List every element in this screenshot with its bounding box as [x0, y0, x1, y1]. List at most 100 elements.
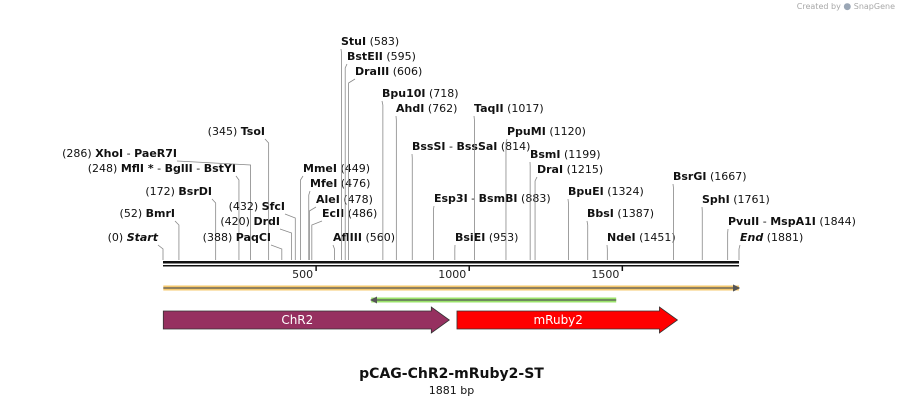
site-xhoi[interactable]: (286) XhoI - PaeR7I	[62, 147, 251, 260]
site-drdi[interactable]: (420) DrdI	[220, 215, 293, 260]
site-position: (52)	[120, 207, 143, 220]
site-enzyme-name: Start	[127, 231, 159, 244]
site-position: (1120)	[549, 125, 586, 138]
site-connector	[534, 176, 538, 260]
site-bsrgi[interactable]: BsrGI (1667)	[672, 170, 747, 260]
site-position: (420)	[220, 215, 250, 228]
site-position: (478)	[343, 193, 373, 206]
site-position: (1844)	[819, 215, 856, 228]
site-label: (345) TsoI	[208, 125, 265, 138]
site-label: BbsI (1387)	[587, 207, 654, 220]
site-afliii[interactable]: AflIII (560)	[332, 231, 395, 260]
site-connector	[332, 244, 335, 260]
site-position: (583)	[370, 35, 400, 48]
site-label: BsrGI (1667)	[673, 170, 747, 183]
site-label: (172) BsrDI	[145, 185, 212, 198]
site-enzyme-name: End	[740, 231, 763, 244]
feature-mruby2[interactable]: mRuby2	[456, 306, 679, 334]
site-ahdi[interactable]: AhdI (762)	[395, 102, 457, 260]
site-connector	[738, 244, 741, 260]
site-bbsi[interactable]: BbsI (1387)	[586, 207, 654, 260]
site-label: TaqII (1017)	[474, 102, 544, 115]
site-alei[interactable]: AleI (478)	[308, 193, 373, 260]
site-group-enzyme: BssSaI	[456, 140, 497, 153]
site-ndei[interactable]: NdeI (1451)	[606, 231, 676, 260]
site-label: DraIII (606)	[355, 65, 422, 78]
site-position: (1761)	[733, 193, 770, 206]
site-enzyme-name: DraI	[537, 163, 563, 176]
backbone-top-strand	[163, 261, 739, 264]
site-mmei[interactable]: MmeI (449)	[300, 162, 370, 260]
site-label: (248) MflI * - BglII - BstYI	[88, 162, 236, 175]
site-connector	[308, 206, 317, 260]
site-bpuei[interactable]: BpuEI (1324)	[567, 185, 644, 260]
site-enzyme-name: PvuII	[728, 215, 759, 228]
site-ppumi[interactable]: PpuMI (1120)	[505, 125, 586, 260]
tick-label: 1000	[438, 268, 466, 281]
site-tsoi[interactable]: (345) TsoI	[208, 125, 270, 260]
feature-chr2[interactable]: ChR2	[162, 306, 450, 334]
site-sfci[interactable]: (432) SfcI	[229, 200, 296, 260]
site-group-enzyme: BglII	[165, 162, 193, 175]
site-enzyme-name: AflIII	[333, 231, 362, 244]
site-group-enzyme: MspA1I	[770, 215, 816, 228]
site-pvuii[interactable]: PvuII - MspA1I (1844)	[727, 215, 856, 260]
site-stui[interactable]: StuI (583)	[340, 35, 399, 260]
site-connector	[348, 78, 356, 260]
backbone-bottom-strand	[163, 265, 739, 267]
site-bsteii[interactable]: BstEII (595)	[344, 50, 416, 260]
site-position: (1324)	[607, 185, 644, 198]
site-enzyme-name: BmrI	[146, 207, 175, 220]
credit-product: SnapGene	[853, 2, 895, 11]
site-position: (1881)	[767, 231, 804, 244]
feature-arrow[interactable]	[456, 306, 679, 334]
site-label: BpuEI (1324)	[568, 185, 644, 198]
site-bsmi[interactable]: BsmI (1199)	[529, 148, 601, 260]
site-label: SphI (1761)	[702, 193, 770, 206]
site-position: (718)	[429, 87, 459, 100]
site-label: DraI (1215)	[537, 163, 603, 176]
site-end[interactable]: End (1881)	[738, 231, 804, 260]
site-drai[interactable]: DraI (1215)	[534, 163, 603, 260]
site-position: (1387)	[617, 207, 654, 220]
site-enzyme-name: StuI	[341, 35, 366, 48]
site-paqci[interactable]: (388) PaqCI	[203, 231, 283, 260]
site-bsiei[interactable]: BsiEI (953)	[454, 231, 519, 260]
site-enzyme-name: Bpu10I	[382, 87, 426, 100]
feature-arrow[interactable]	[162, 306, 450, 334]
site-mfli[interactable]: (248) MflI * - BglII - BstYI	[88, 162, 240, 260]
site-enzyme-name: BsrGI	[673, 170, 706, 183]
site-ecii[interactable]: EcII (486)	[311, 207, 378, 260]
site-group-separator: -	[123, 147, 134, 160]
site-esp3i[interactable]: Esp3I - BsmBI (883)	[432, 192, 551, 260]
site-bpu10i[interactable]: Bpu10I (718)	[381, 87, 459, 260]
site-bmri[interactable]: (52) BmrI	[120, 207, 180, 260]
site-enzyme-name: BpuEI	[568, 185, 604, 198]
site-position: (1667)	[710, 170, 747, 183]
site-enzyme-name: MflI *	[121, 162, 154, 175]
site-enzyme-name: BsiEI	[455, 231, 485, 244]
site-connector	[279, 228, 293, 260]
site-label: AleI (478)	[316, 193, 373, 206]
site-draiii[interactable]: DraIII (606)	[348, 65, 423, 260]
site-group-separator: -	[759, 215, 770, 228]
site-label: BstEII (595)	[347, 50, 416, 63]
site-bsssi[interactable]: BssSI - BssSaI (814)	[411, 140, 530, 260]
site-label: (0) Start	[108, 231, 159, 244]
site-sphi[interactable]: SphI (1761)	[701, 193, 770, 260]
site-position: (248)	[88, 162, 118, 175]
site-position: (595)	[386, 50, 416, 63]
site-bsrdi[interactable]: (172) BsrDI	[145, 185, 217, 260]
site-label: MfeI (476)	[310, 177, 370, 190]
site-connector	[381, 100, 384, 260]
site-label: (286) XhoI - PaeR7I	[62, 147, 177, 160]
site-taqii[interactable]: TaqII (1017)	[473, 102, 544, 260]
site-connector	[300, 175, 304, 260]
site-connector	[235, 175, 240, 260]
site-start[interactable]: (0) Start	[108, 231, 164, 260]
site-label: AhdI (762)	[396, 102, 457, 115]
site-group-enzyme: PaeR7I	[134, 147, 177, 160]
site-label: StuI (583)	[341, 35, 399, 48]
credit-prefix: Created by	[796, 2, 841, 11]
